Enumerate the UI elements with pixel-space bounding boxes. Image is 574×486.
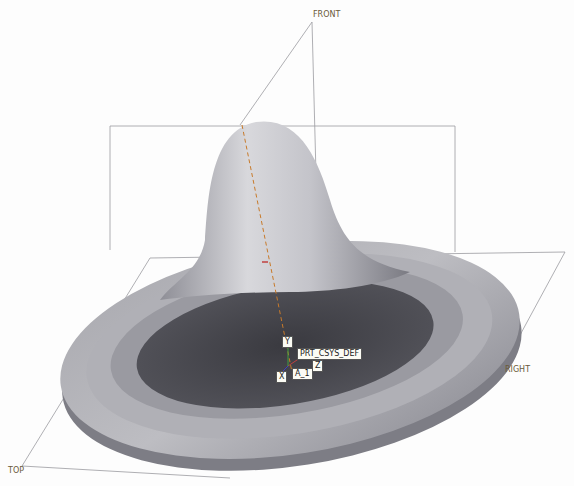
axis-letter: X [276,371,287,383]
datum-plane-name: FRONT [313,10,340,20]
axis-letter: Z [312,360,323,372]
csys-name: PRT_CSYS_DEF [297,348,362,360]
datum-plane-name: RIGHT [505,365,530,375]
axis-name: A_1 [292,368,313,380]
datum-plane-name: TOP [8,466,24,476]
axis-letter: Y [282,336,293,348]
